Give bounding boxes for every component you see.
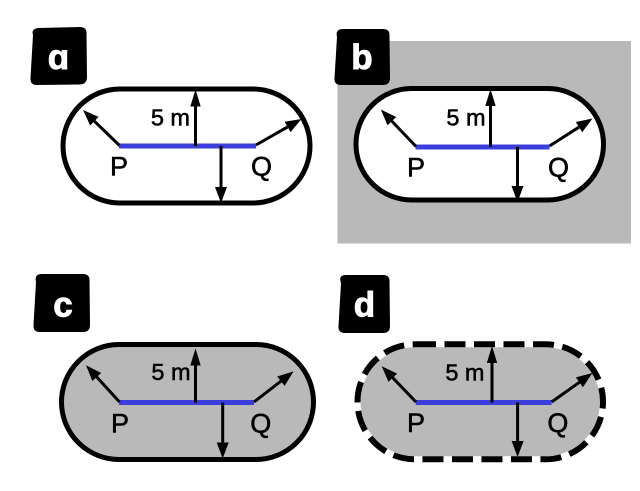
svg-text:Q: Q [547, 408, 568, 438]
svg-text:ɑ: ɑ [48, 38, 69, 77]
svg-text:P: P [110, 152, 128, 182]
svg-text:5 m: 5 m [151, 359, 190, 385]
svg-text:Q: Q [250, 409, 271, 439]
svg-text:Q: Q [251, 152, 272, 182]
svg-text:5 m: 5 m [151, 104, 190, 130]
svg-text:Q: Q [548, 153, 569, 183]
svg-text:P: P [407, 153, 425, 183]
svg-text:c: c [53, 285, 72, 324]
svg-text:b: b [351, 38, 372, 77]
svg-text:5 m: 5 m [445, 360, 484, 386]
svg-text:5 m: 5 m [446, 104, 485, 130]
svg-text:d: d [354, 286, 375, 325]
svg-text:P: P [407, 408, 425, 438]
svg-text:P: P [111, 409, 129, 439]
